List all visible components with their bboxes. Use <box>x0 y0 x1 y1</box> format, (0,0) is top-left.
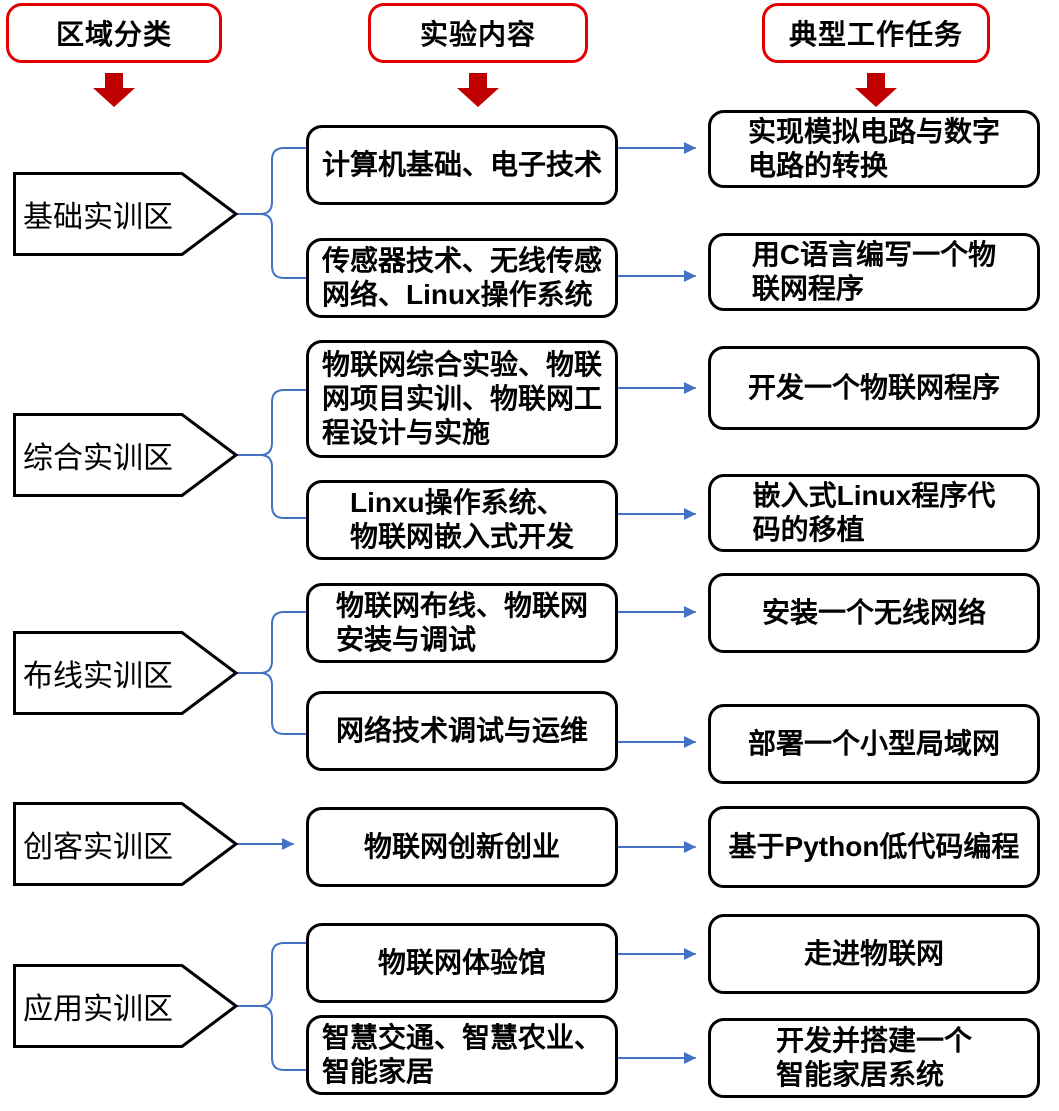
task-text: 用C语言编写一个物 联网程序 <box>751 239 997 304</box>
pentagon-shape <box>13 172 239 256</box>
task-text: 嵌入式Linux程序代 码的移植 <box>752 480 996 545</box>
experiment-text: 传感器技术、无线传感 网络、Linux操作系统 <box>321 245 602 310</box>
column-header-zone-label: 区域分类 <box>55 19 172 50</box>
column-header-task-label: 典型工作任务 <box>788 19 963 50</box>
experiment-text: 物联网综合实验、物联 网项目实训、物联网工 程设计与实施 <box>321 349 602 448</box>
experiment-box-5: 物联网布线、物联网 安装与调试 <box>306 583 618 663</box>
experiment-text: 智慧交通、智慧农业、 智能家居 <box>321 1022 602 1087</box>
zone-label: 创客实训区 <box>23 831 173 864</box>
connector-zone1-exp2 <box>237 213 307 279</box>
experiment-box-7: 物联网创新创业 <box>306 807 618 887</box>
experiment-text: 网络技术调试与运维 <box>335 715 588 746</box>
red-down-arrow-icon <box>93 73 135 107</box>
task-box-2: 用C语言编写一个物 联网程序 <box>708 233 1040 311</box>
column-header-experiment-label: 实验内容 <box>419 19 536 50</box>
task-box-9: 开发并搭建一个 智能家居系统 <box>708 1018 1040 1098</box>
experiment-box-3: 物联网综合实验、物联 网项目实训、物联网工 程设计与实施 <box>306 340 618 458</box>
column-header-experiment: 实验内容 <box>368 3 588 63</box>
zone-pentagon-application: 应用实训区 <box>13 964 239 1048</box>
task-box-6: 部署一个小型局域网 <box>708 704 1040 784</box>
task-box-1: 实现模拟电路与数字 电路的转换 <box>708 110 1040 188</box>
column-header-task: 典型工作任务 <box>762 3 990 63</box>
connector-zone2-exp1 <box>237 389 307 456</box>
task-text: 走进物联网 <box>803 938 944 969</box>
task-box-5: 安装一个无线网络 <box>708 573 1040 653</box>
task-text: 基于Python低代码编程 <box>728 831 1020 862</box>
connector-zone5-exp2 <box>237 1005 307 1071</box>
pentagon-shape <box>13 631 239 715</box>
task-text: 开发并搭建一个 智能家居系统 <box>775 1025 972 1090</box>
pentagon-shape <box>13 802 239 886</box>
red-down-arrow-icon <box>457 73 499 107</box>
task-box-4: 嵌入式Linux程序代 码的移植 <box>708 474 1040 552</box>
pentagon-shape <box>13 964 239 1048</box>
connector-zone3-exp1 <box>237 611 307 674</box>
experiment-text: 物联网布线、物联网 安装与调试 <box>335 590 588 655</box>
experiment-box-4: Linxu操作系统、 物联网嵌入式开发 <box>306 480 618 560</box>
connector-zone1-exp1 <box>237 147 307 215</box>
experiment-box-8: 物联网体验馆 <box>306 923 618 1003</box>
task-text: 部署一个小型局域网 <box>747 728 1000 759</box>
experiment-box-2: 传感器技术、无线传感 网络、Linux操作系统 <box>306 238 618 318</box>
task-box-8: 走进物联网 <box>708 914 1040 994</box>
connector-zone3-exp2 <box>237 672 307 735</box>
zone-pentagon-maker: 创客实训区 <box>13 802 239 886</box>
zone-pentagon-basic: 基础实训区 <box>13 172 239 256</box>
experiment-box-1: 计算机基础、电子技术 <box>306 125 618 205</box>
task-text: 安装一个无线网络 <box>761 597 986 628</box>
zone-pentagon-comprehensive: 综合实训区 <box>13 413 239 497</box>
red-down-arrow-icon <box>855 73 897 107</box>
task-box-7: 基于Python低代码编程 <box>708 806 1040 888</box>
connector-zone2-exp2 <box>237 454 307 519</box>
task-text: 实现模拟电路与数字 电路的转换 <box>747 116 1000 181</box>
experiment-box-6: 网络技术调试与运维 <box>306 691 618 771</box>
experiment-text: 物联网创新创业 <box>363 831 560 862</box>
zone-label: 布线实训区 <box>23 660 173 693</box>
experiment-text: Linxu操作系统、 物联网嵌入式开发 <box>349 487 574 552</box>
task-box-3: 开发一个物联网程序 <box>708 346 1040 430</box>
zone-label: 基础实训区 <box>23 201 173 234</box>
experiment-text: 物联网体验馆 <box>377 947 546 978</box>
experiment-text: 计算机基础、电子技术 <box>321 149 602 180</box>
task-text: 开发一个物联网程序 <box>747 372 1000 403</box>
column-header-zone: 区域分类 <box>6 3 222 63</box>
pentagon-shape <box>13 413 239 497</box>
zone-label: 综合实训区 <box>23 442 173 475</box>
connector-zone5-exp1 <box>237 942 307 1007</box>
zone-pentagon-wiring: 布线实训区 <box>13 631 239 715</box>
zone-label: 应用实训区 <box>23 993 173 1026</box>
experiment-box-9: 智慧交通、智慧农业、 智能家居 <box>306 1015 618 1095</box>
